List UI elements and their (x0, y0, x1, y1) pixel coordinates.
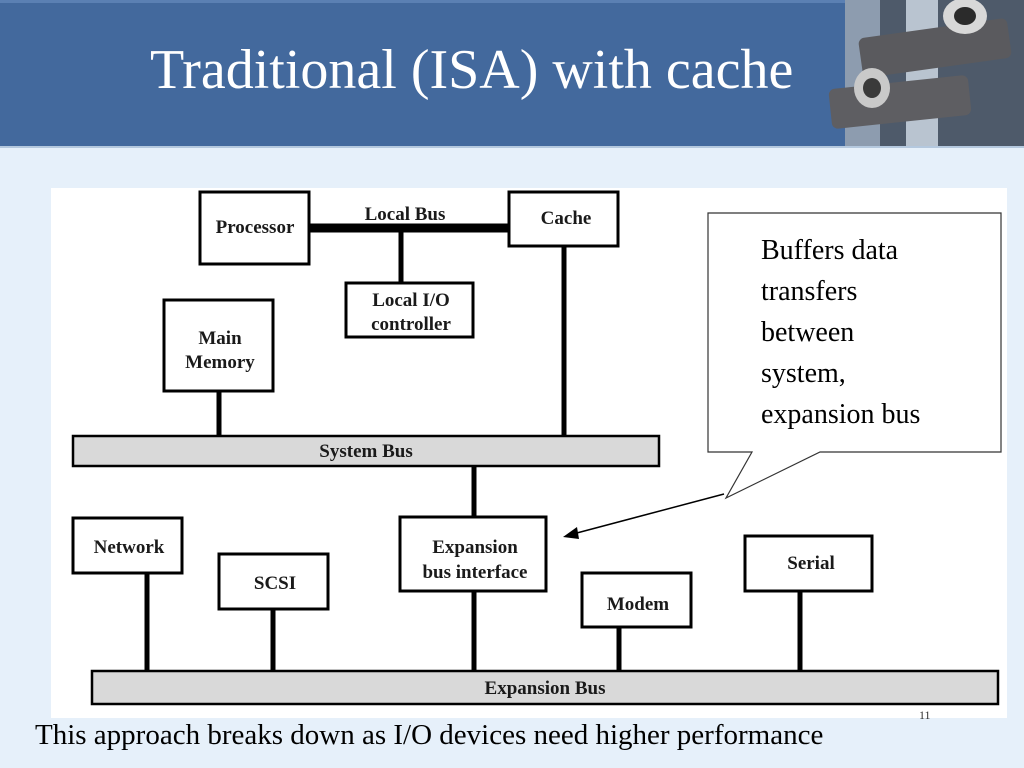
header-divider (0, 146, 1024, 148)
scsi-box: SCSI (217, 552, 330, 611)
network-box: Network (71, 516, 184, 575)
local-io-controller-box: Local I/O controller (344, 281, 475, 339)
modem-box: Modem (580, 571, 693, 629)
main-memory-label-line1: Main (198, 328, 242, 349)
cache-box: Cache (507, 190, 620, 248)
header-highlight-band (0, 0, 1024, 3)
photo-bracket (906, 0, 938, 146)
processor-label: Processor (216, 217, 295, 238)
network-label: Network (94, 537, 165, 558)
callout-line-5: expansion bus (761, 399, 921, 430)
scsi-label: SCSI (254, 573, 296, 594)
cable-upper-hole (954, 7, 976, 25)
connector-lines (144, 223, 803, 671)
expansion-interface-label-line2: bus interface (422, 562, 527, 583)
callout-line-4: system, (761, 358, 846, 389)
main-memory-box: Main Memory (162, 298, 275, 393)
serial-label: Serial (787, 553, 835, 574)
callout-arrowhead (563, 527, 579, 539)
main-memory-label-line2: Memory (185, 352, 255, 373)
system-bus-label: System Bus (319, 441, 412, 462)
callout-arrow-shaft (572, 493, 725, 535)
modem-label: Modem (607, 594, 669, 615)
expansion-bus: Expansion Bus (90, 669, 1000, 706)
slide-header: Traditional (ISA) with cache (0, 0, 1024, 146)
expansion-interface-label-line1: Expansion (432, 537, 518, 558)
system-bus: System Bus (71, 434, 661, 468)
expansion-bus-label: Expansion Bus (485, 678, 606, 699)
callout-bubble (707, 212, 1002, 500)
cable-connector-photo (828, 0, 1024, 146)
serial-box: Serial (743, 534, 874, 593)
slide-title: Traditional (ISA) with cache (150, 39, 794, 101)
local-bus-label: Local Bus (365, 204, 446, 225)
cache-label: Cache (541, 208, 592, 229)
processor-box: Processor (198, 190, 311, 266)
callout-text: Buffers data transfers between system, e… (761, 230, 920, 435)
footer-note: This approach breaks down as I/O devices… (35, 719, 824, 751)
cable-upper (858, 18, 1012, 78)
expansion-bus-interface-box: Expansion bus interface (398, 515, 548, 593)
local-io-label-line2: controller (371, 314, 451, 335)
callout-line-2: transfers (761, 276, 858, 307)
slide-number: 11 (919, 708, 931, 722)
cable-lower-hole (863, 78, 881, 98)
callout-line-3: between (761, 317, 855, 348)
callout-line-1: Buffers data (761, 235, 899, 266)
local-io-label-line1: Local I/O (372, 290, 450, 311)
